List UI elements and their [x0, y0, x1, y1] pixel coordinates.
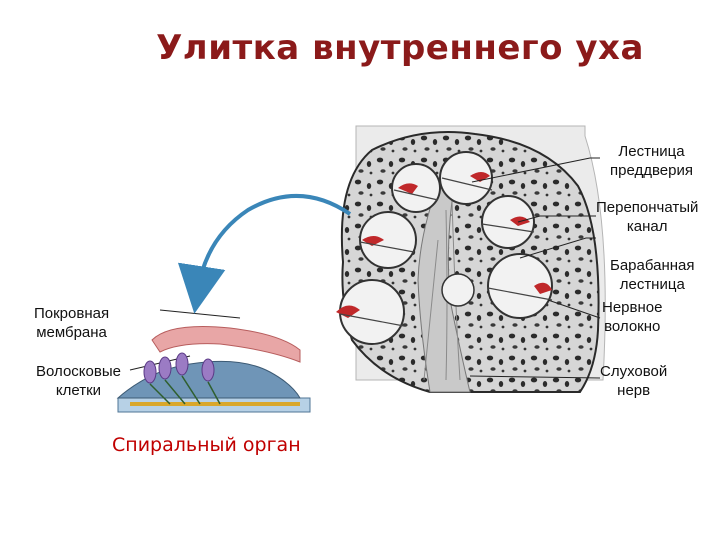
hair-cells	[143, 352, 215, 384]
spiral-organ-illustration	[116, 326, 311, 413]
cochlea-cross-section	[336, 125, 606, 393]
page-title: Улитка внутреннего уха	[156, 28, 644, 68]
tectorial-membrane	[151, 326, 301, 363]
spiral-organ-caption: Спиральный орган	[112, 434, 301, 456]
zoom-arrow	[177, 193, 352, 314]
red-tissue-marks	[336, 172, 552, 318]
